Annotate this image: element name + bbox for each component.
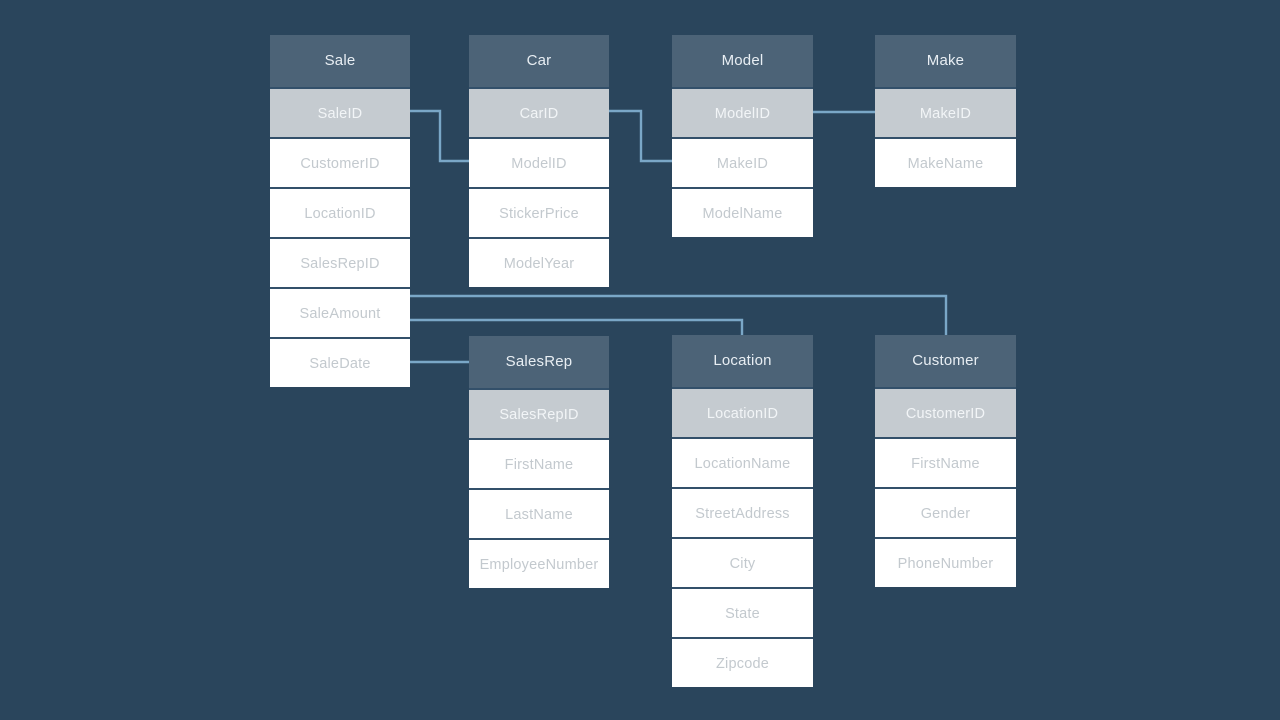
entity-field[interactable]: LocationName	[672, 437, 813, 487]
entity-field[interactable]: Zipcode	[672, 637, 813, 687]
relationship-line-sale-to-location	[410, 318, 744, 336]
entity-field[interactable]: ModelYear	[469, 237, 609, 287]
entity-field[interactable]: SalesRepID	[270, 237, 410, 287]
entity-table-header: Model	[672, 35, 813, 87]
entity-table-header: SalesRep	[469, 336, 609, 388]
entity-field[interactable]: LastName	[469, 488, 609, 538]
primary-key-field[interactable]: SaleID	[270, 87, 410, 137]
entity-table-header: Sale	[270, 35, 410, 87]
relationship-line-model-to-car	[609, 109, 672, 163]
entity-field[interactable]: SaleAmount	[270, 287, 410, 337]
entity-field[interactable]: Gender	[875, 487, 1016, 537]
entity-field[interactable]: LocationID	[270, 187, 410, 237]
entity-table-header: Car	[469, 35, 609, 87]
entity-field[interactable]: FirstName	[469, 438, 609, 488]
entity-field[interactable]: StreetAddress	[672, 487, 813, 537]
relationship-line-sale-to-customer	[410, 294, 948, 336]
primary-key-field[interactable]: ModelID	[672, 87, 813, 137]
primary-key-field[interactable]: MakeID	[875, 87, 1016, 137]
entity-field[interactable]: PhoneNumber	[875, 537, 1016, 587]
entity-field[interactable]: State	[672, 587, 813, 637]
primary-key-field[interactable]: SalesRepID	[469, 388, 609, 438]
entity-field[interactable]: StickerPrice	[469, 187, 609, 237]
primary-key-field[interactable]: CarID	[469, 87, 609, 137]
relationship-line-car-to-sale	[410, 109, 469, 163]
entity-field[interactable]: SaleDate	[270, 337, 410, 387]
entity-table-header: Make	[875, 35, 1016, 87]
primary-key-field[interactable]: CustomerID	[875, 387, 1016, 437]
entity-field[interactable]: City	[672, 537, 813, 587]
entity-field[interactable]: ModelID	[469, 137, 609, 187]
entity-field[interactable]: MakeID	[672, 137, 813, 187]
entity-field[interactable]: FirstName	[875, 437, 1016, 487]
entity-field[interactable]: EmployeeNumber	[469, 538, 609, 588]
entity-field[interactable]: MakeName	[875, 137, 1016, 187]
entity-table-header: Customer	[875, 335, 1016, 387]
primary-key-field[interactable]: LocationID	[672, 387, 813, 437]
entity-field[interactable]: CustomerID	[270, 137, 410, 187]
entity-field[interactable]: ModelName	[672, 187, 813, 237]
entity-table-header: Location	[672, 335, 813, 387]
